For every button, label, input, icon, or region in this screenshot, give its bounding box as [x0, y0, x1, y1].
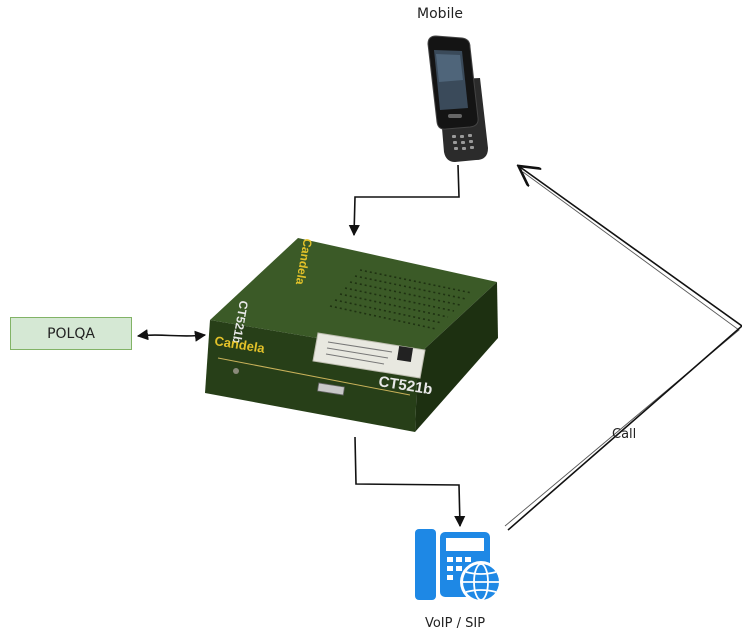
- voip-phone-icon: [415, 529, 502, 603]
- mobile-label: Mobile: [417, 6, 463, 22]
- edge-call: [507, 167, 742, 531]
- voip-label: VoIP / SIP: [424, 616, 486, 631]
- polqa-label: POLQA: [47, 325, 95, 342]
- edge-polqa-device: [136, 329, 207, 342]
- edge-call-sketch: [504, 171, 740, 527]
- edge-mobile-to-device: [348, 164, 460, 237]
- mobile-phone-icon: [427, 35, 488, 162]
- polqa-node: POLQA: [10, 317, 132, 350]
- call-edge-label: Call: [612, 427, 637, 442]
- candela-device-icon: Candela CT521b: [205, 237, 498, 432]
- edge-device-to-voip: [354, 436, 466, 528]
